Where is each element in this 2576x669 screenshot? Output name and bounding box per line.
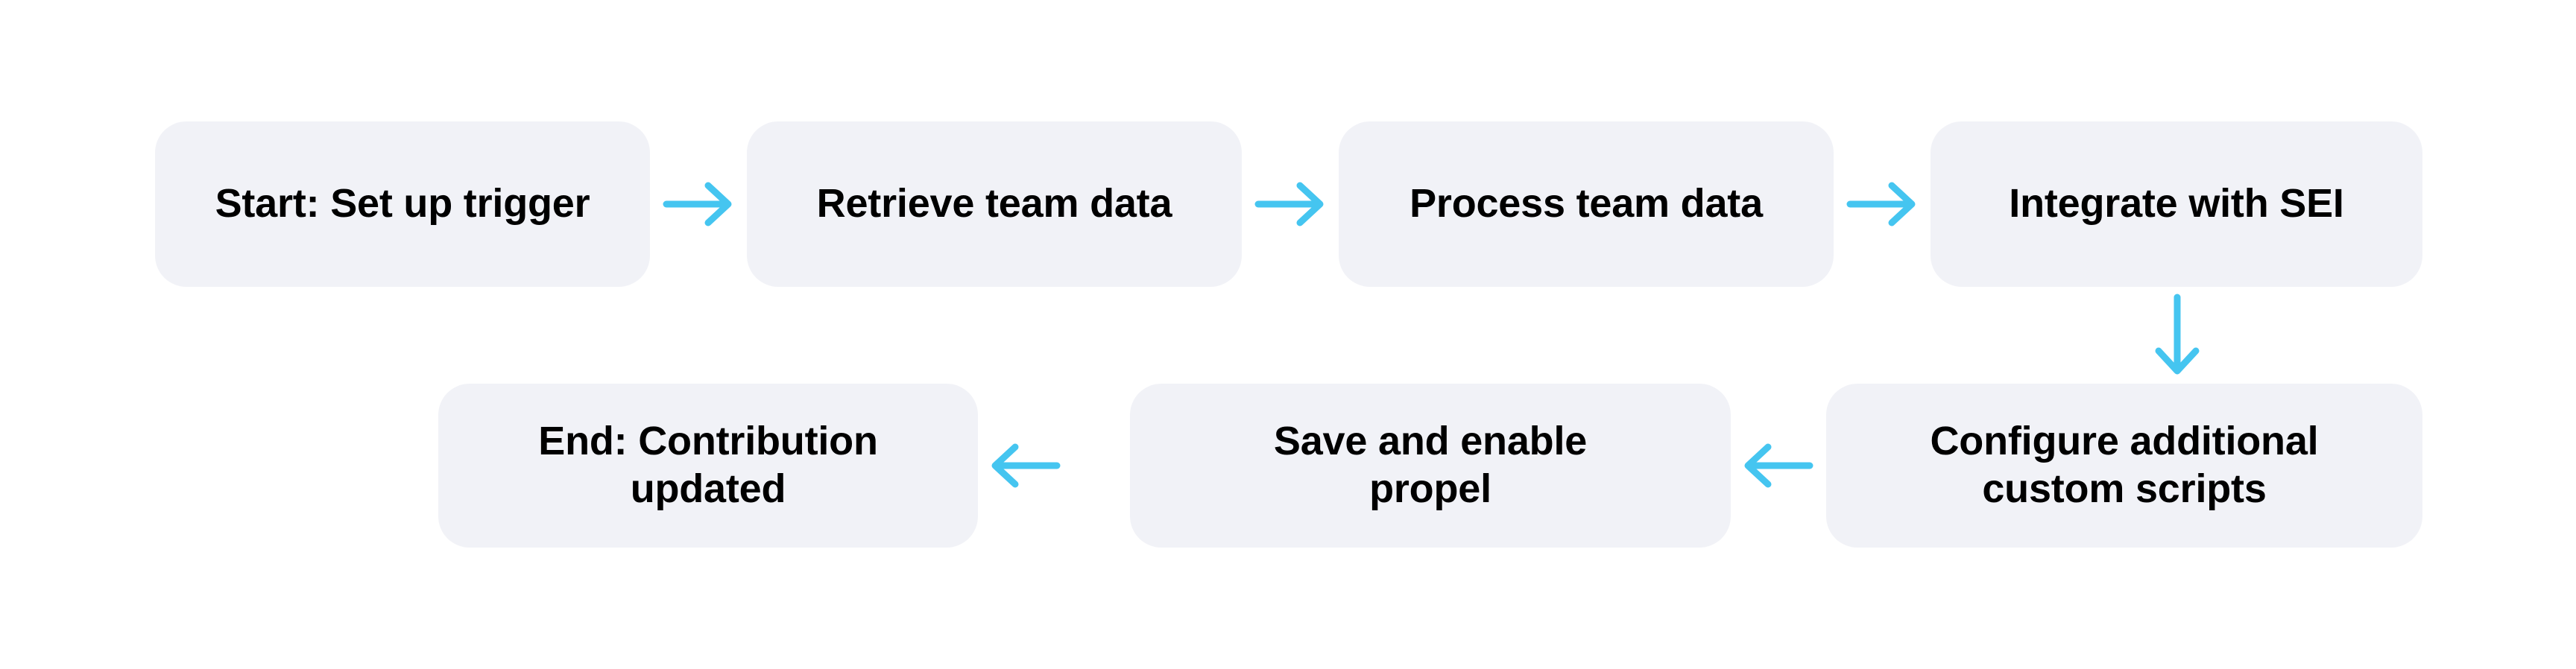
arrow-down-icon-integrate-to-configure — [2155, 294, 2200, 375]
flowchart-node-start-label: Start: Set up trigger — [215, 181, 590, 226]
flowchart-node-configure-custom-scripts-label: Configure additional custom scripts — [1930, 419, 2319, 511]
flowchart-node-retrieve-team-data[interactable]: Retrieve team data — [747, 121, 1242, 287]
flowchart-node-configure-custom-scripts[interactable]: Configure additional custom scripts — [1826, 384, 2422, 548]
arrow-left-icon-save-to-end — [991, 443, 1061, 488]
flowchart-node-retrieve-team-data-label: Retrieve team data — [816, 181, 1172, 226]
flowchart-node-process-team-data[interactable]: Process team data — [1339, 121, 1834, 287]
flowchart-node-integrate-with-sei-label: Integrate with SEI — [2009, 181, 2344, 226]
arrow-right-icon-retrieve-to-process — [1254, 182, 1324, 226]
flowchart-node-start[interactable]: Start: Set up trigger — [155, 121, 650, 287]
arrow-left-icon-configure-to-save — [1744, 443, 1813, 488]
flowchart-node-process-team-data-label: Process team data — [1409, 181, 1763, 226]
flowchart-node-save-and-enable-propel[interactable]: Save and enable propel — [1130, 384, 1731, 548]
arrow-right-icon-process-to-integrate — [1846, 182, 1916, 226]
flowchart-node-save-and-enable-propel-label: Save and enable propel — [1273, 419, 1588, 511]
flowchart-node-end-contribution-updated[interactable]: End: Contribution updated — [438, 384, 978, 548]
flowchart-node-end-contribution-updated-label: End: Contribution updated — [538, 419, 878, 511]
flowchart-node-integrate-with-sei[interactable]: Integrate with SEI — [1931, 121, 2422, 287]
arrow-right-icon-start-to-retrieve — [663, 182, 732, 226]
